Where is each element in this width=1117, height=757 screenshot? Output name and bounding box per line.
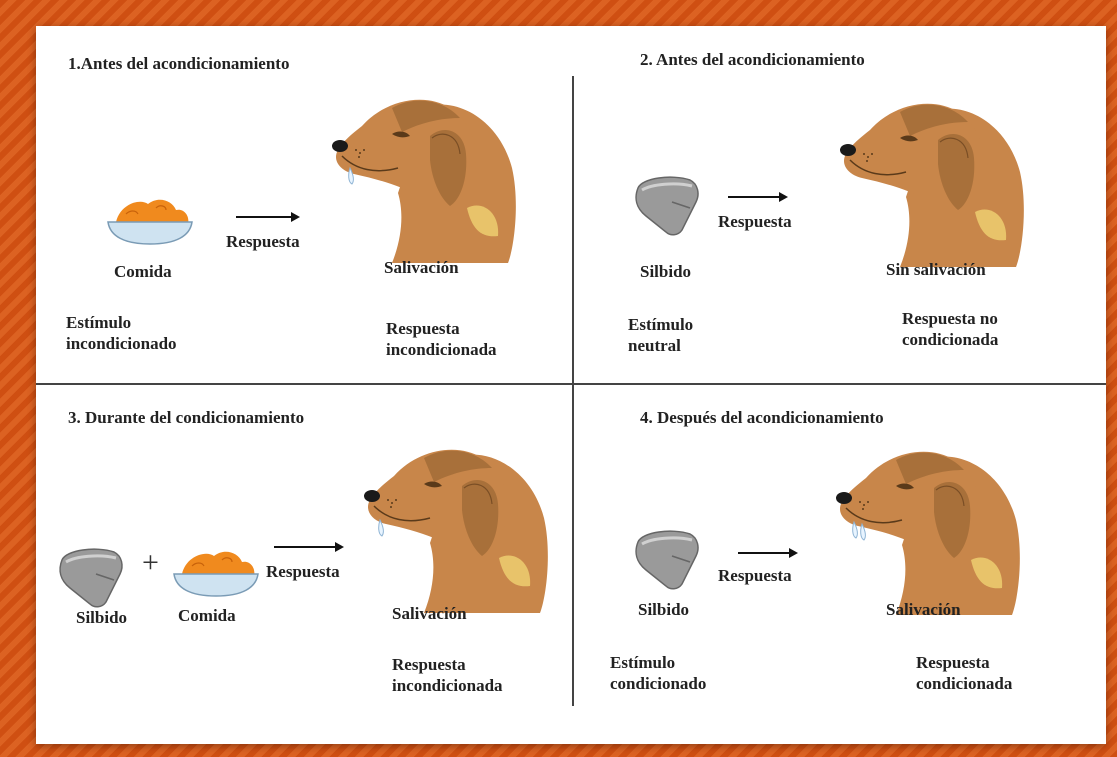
whistle-icon	[58, 547, 124, 609]
whistle-icon	[634, 175, 700, 237]
arrow-icon	[728, 192, 788, 202]
dog-head-icon	[364, 448, 549, 614]
whistle-icon	[634, 529, 700, 591]
panel3-stimulus-label-1: Silbido	[76, 608, 128, 627]
arrow-icon	[236, 212, 300, 222]
food-bowl-icon	[173, 550, 259, 597]
panel1-title: 1.Antes del acondicionamiento	[68, 54, 290, 73]
diagram-card: 1.Antes del acondicionamiento Respuesta …	[36, 26, 1106, 744]
dog-head-icon	[332, 98, 517, 264]
panel1-stimulus-label: Comida	[114, 262, 172, 281]
plus-sign: +	[142, 546, 159, 579]
panel2-stimulus-type: Estímulo neutral	[628, 315, 694, 355]
panel3-arrow-label: Respuesta	[266, 562, 340, 581]
panel2-response-label: Sin salivación	[886, 260, 986, 279]
panel3-title: 3. Durante del condicionamiento	[68, 408, 305, 427]
panel2-response-type: Respuesta no condicionada	[902, 309, 999, 349]
panel1-response-type: Respuesta incondicionada	[386, 319, 497, 359]
arrow-icon	[274, 542, 344, 552]
panel4-response-label: Salivación	[886, 600, 961, 619]
panel4-response-type: Respuesta condicionada	[916, 653, 1013, 693]
panel4-title: 4. Después del acondicionamiento	[640, 408, 884, 427]
quadrant-divider-horizontal	[36, 383, 1106, 385]
arrow-icon	[738, 548, 798, 558]
panel3-response-label: Salivación	[392, 604, 467, 623]
dog-head-icon	[836, 450, 1021, 616]
panel1-response-label: Salivación	[384, 258, 459, 277]
panel1-stimulus-type: Estímulo incondicionado	[66, 313, 177, 353]
panel2-stimulus-label: Silbido	[640, 262, 692, 281]
panel2-arrow-label: Respuesta	[718, 212, 792, 231]
quadrant-divider-vertical	[572, 76, 574, 706]
panel2-title: 2. Antes del acondicionamiento	[640, 50, 865, 69]
panel4-arrow-label: Respuesta	[718, 566, 792, 585]
panel4-stimulus-type: Estímulo condicionado	[610, 653, 707, 693]
food-bowl-icon	[107, 198, 193, 245]
dog-head-icon	[840, 102, 1025, 268]
panel4-stimulus-label: Silbido	[638, 600, 690, 619]
panel3-response-type: Respuesta incondicionada	[392, 655, 503, 695]
panel3-stimulus-label-2: Comida	[178, 606, 236, 625]
panel1-arrow-label: Respuesta	[226, 232, 300, 251]
